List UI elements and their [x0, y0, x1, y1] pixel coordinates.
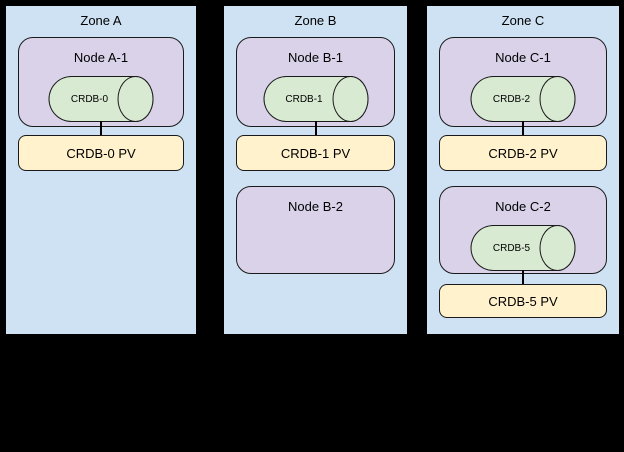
connector-line — [522, 270, 524, 284]
cylinder-cap — [539, 76, 576, 122]
cylinder-cap — [332, 76, 368, 122]
crdb-5-pv-label: CRDB-5 PV — [488, 293, 558, 309]
connector-line — [314, 121, 317, 135]
cylinder-cap — [539, 225, 576, 271]
crdb-0-cylinder: CRDB-0 — [48, 76, 154, 122]
zone-b: Zone B Node B-1 CRDB-1 CRDB-1 PV Node B-… — [222, 4, 409, 336]
crdb-2-pv-label: CRDB-2 PV — [488, 145, 558, 161]
node-c2-title: Node C-2 — [495, 199, 551, 214]
node-b2-title: Node B-2 — [288, 199, 343, 214]
crdb-1-pv-label: CRDB-1 PV — [280, 145, 351, 161]
node-c1: Node C-1 CRDB-2 — [439, 37, 607, 127]
connector-line — [100, 121, 102, 135]
crdb-2-label: CRDB-2 — [492, 93, 531, 105]
crdb-5-pv-box: CRDB-5 PV — [439, 284, 607, 318]
crdb-1-pv-box: CRDB-1 PV — [236, 135, 395, 171]
cylinder-cap — [117, 76, 154, 122]
node-c2: Node C-2 CRDB-5 — [439, 186, 607, 274]
crdb-5-cylinder: CRDB-5 — [470, 225, 576, 271]
zone-b-title: Zone B — [294, 13, 337, 28]
node-b1: Node B-1 CRDB-1 — [236, 37, 395, 127]
zone-a: Zone A Node A-1 CRDB-0 CRDB-0 PV — [4, 4, 198, 336]
crdb-0-label: CRDB-0 — [70, 93, 109, 105]
zone-c-title: Zone C — [501, 13, 545, 28]
crdb-0-pv-label: CRDB-0 PV — [66, 145, 136, 161]
crdb-1-label: CRDB-1 — [285, 93, 323, 105]
node-a1: Node A-1 CRDB-0 — [18, 37, 184, 127]
crdb-5-label: CRDB-5 — [492, 242, 531, 254]
connector-line — [522, 121, 524, 135]
node-c1-title: Node C-1 — [495, 50, 551, 65]
node-b1-title: Node B-1 — [288, 50, 343, 65]
crdb-1-cylinder: CRDB-1 — [263, 76, 368, 122]
zone-c: Zone C Node C-1 CRDB-2 CRDB-2 PV Node C-… — [425, 4, 621, 336]
crdb-2-pv-box: CRDB-2 PV — [439, 135, 607, 171]
node-b2: Node B-2 — [236, 186, 395, 274]
zone-a-title: Zone A — [80, 13, 122, 28]
crdb-0-pv-box: CRDB-0 PV — [18, 135, 184, 171]
node-a1-title: Node A-1 — [73, 50, 129, 65]
crdb-2-cylinder: CRDB-2 — [470, 76, 576, 122]
